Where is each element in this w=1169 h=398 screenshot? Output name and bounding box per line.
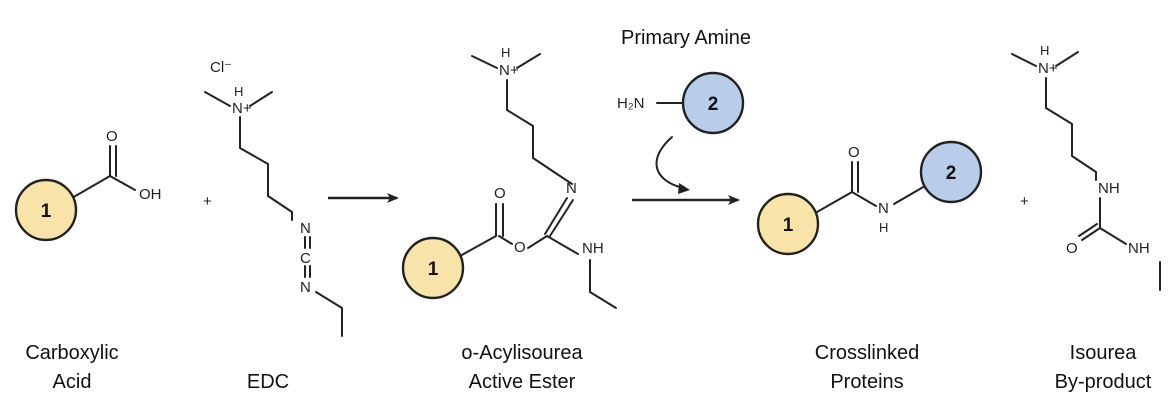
byproduct-label-line1: Isourea — [1070, 342, 1138, 364]
oxygen-atom: O — [106, 128, 118, 145]
oxygen-atom: O — [848, 144, 860, 161]
protein-circle-1 — [14, 178, 78, 242]
curved-arrow — [655, 136, 684, 189]
nitrogen-atom: N — [878, 200, 889, 217]
bond — [851, 191, 877, 207]
oxygen-atom: O — [514, 239, 526, 256]
primary-amine-reagent: Primary Amine H₂N 2 — [617, 27, 751, 194]
hydrogen-atom: H — [1040, 43, 1049, 58]
hydrogen-atom: H — [234, 84, 243, 99]
product-label-line2: Proteins — [830, 371, 903, 393]
bond — [459, 235, 497, 257]
protein-circle-1 — [401, 236, 465, 300]
ammonium-nitrogen: N+ — [1038, 60, 1058, 77]
hydrogen-atom: H — [501, 45, 510, 60]
plus-sign: + — [203, 193, 212, 210]
bond — [527, 235, 548, 249]
chloride-ion: Cl⁻ — [210, 59, 232, 76]
bond — [546, 235, 579, 255]
primary-amine-label: Primary Amine — [621, 27, 751, 49]
protein-circle-2 — [919, 140, 983, 204]
nitrogen-atom: N — [566, 180, 577, 197]
crosslinked-product-structure: O N H 1 2 — [756, 140, 983, 256]
isourea-byproduct-structure: H N+ NH O NH — [1011, 43, 1161, 291]
intermediate-label-line2: Active Ester — [469, 371, 576, 393]
bond — [249, 91, 273, 107]
bond — [893, 185, 926, 205]
propyl-chain — [506, 79, 573, 185]
bond — [516, 53, 541, 69]
bond — [1055, 51, 1079, 67]
oxygen-atom: O — [494, 185, 506, 202]
carbon-atom: C — [300, 250, 311, 267]
protein-number-1: 1 — [783, 215, 794, 236]
edc-structure: Cl⁻ H N+ N C N — [204, 59, 343, 337]
bond — [498, 235, 513, 245]
ammonium-nitrogen: N+ — [232, 100, 252, 117]
amine-group: NH — [1098, 180, 1120, 197]
amine-group: NH — [582, 240, 604, 257]
product-label-line1: Crosslinked — [815, 342, 919, 364]
propyl-chain — [1045, 77, 1097, 181]
ethyl-chain — [589, 259, 617, 309]
protein-circle-2 — [681, 71, 745, 135]
curved-arrow-head — [678, 183, 690, 194]
protein-number-1: 1 — [41, 201, 52, 222]
protein-number-2: 2 — [708, 94, 719, 115]
hydrogen-atom: H — [879, 220, 888, 235]
protein-number-1: 1 — [428, 259, 439, 280]
intermediate-label-line1: o-Acylisourea — [461, 342, 583, 364]
amine-group: NH — [1128, 240, 1150, 257]
byproduct-label-line2: By-product — [1055, 371, 1152, 393]
nitrogen-atom: N — [300, 279, 311, 296]
bond — [204, 91, 231, 107]
bond — [1081, 227, 1101, 241]
bond — [544, 197, 568, 235]
bond — [549, 199, 574, 237]
bond — [1078, 223, 1098, 237]
nitrogen-atom: N — [300, 220, 311, 237]
bond — [71, 175, 111, 199]
acylisourea-structure: H N+ N O O NH 1 — [401, 45, 617, 309]
edc-label: EDC — [247, 371, 289, 393]
hydroxyl-group: OH — [139, 186, 162, 203]
bond — [1011, 53, 1037, 67]
ammonium-nitrogen: N+ — [499, 62, 519, 79]
carboxylic-acid-label-line2: Acid — [53, 371, 92, 393]
carboxylic-acid-label-line1: Carboxylic — [25, 342, 118, 364]
oxygen-atom: O — [1066, 240, 1078, 257]
plus-sign: + — [1020, 193, 1029, 210]
protein-number-2: 2 — [946, 163, 957, 184]
bond — [816, 191, 853, 213]
bond — [109, 175, 136, 191]
ethyl-chain — [315, 291, 343, 337]
propyl-chain — [239, 116, 293, 221]
carboxylic-acid-structure: O OH 1 — [14, 128, 162, 242]
amine-group: H₂N — [617, 95, 645, 112]
bond — [471, 55, 498, 69]
bond — [1099, 227, 1127, 245]
protein-circle-1 — [756, 192, 820, 256]
